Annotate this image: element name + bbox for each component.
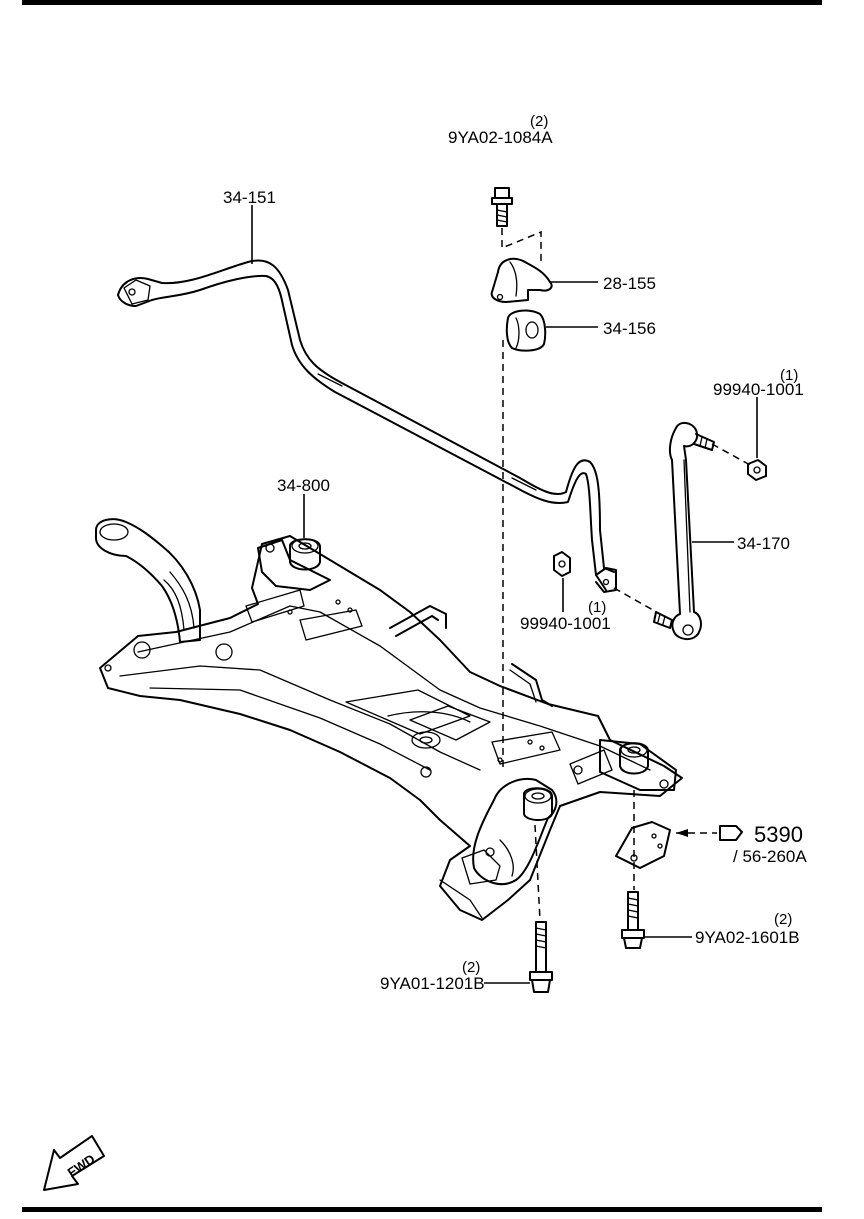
- part-number-99940-1001-left: 99940-1001: [520, 614, 611, 633]
- part-number-9YA01-1201B: 9YA01-1201B: [380, 974, 485, 993]
- mount-plate[interactable]: [615, 821, 671, 869]
- crossmember[interactable]: [95, 518, 683, 921]
- part-number-34-151: 34-151: [223, 188, 276, 207]
- bolt-right[interactable]: [621, 891, 645, 949]
- callout-9YA01-1201B: (2) 9YA01-1201B: [380, 959, 530, 993]
- nut-left[interactable]: [553, 551, 571, 577]
- callout-34-170: 34-170: [692, 534, 790, 553]
- nut-right[interactable]: [747, 459, 767, 481]
- top-rule: [22, 0, 822, 5]
- part-number-34-156: 34-156: [603, 319, 656, 338]
- part-number-99940-1001-right: 99940-1001: [713, 380, 804, 399]
- bolt-bottom[interactable]: [529, 921, 553, 993]
- qty-9YA02-1084A: (2): [530, 113, 548, 130]
- callout-34-151: 34-151: [223, 188, 276, 264]
- ref-number-5390: 5390: [754, 822, 803, 847]
- callout-9YA02-1084A: (2) 9YA02-1084A: [448, 113, 553, 147]
- bolt-top[interactable]: [491, 187, 513, 227]
- assembly-line-nut-right: [711, 443, 753, 467]
- callout-34-156: 34-156: [546, 319, 656, 338]
- stabilizer-link[interactable]: [653, 422, 715, 640]
- qty-99940-1001-right: (1): [780, 367, 798, 384]
- mount-bushing-rear-left[interactable]: [289, 538, 321, 571]
- mount-bushing-front-left[interactable]: [523, 787, 553, 821]
- bushing[interactable]: [505, 309, 547, 352]
- mount-bushing-front-right[interactable]: [619, 742, 649, 775]
- callout-5390: 5390 / 56-260A: [676, 822, 807, 866]
- assembly-line-bolt-bottom: [534, 824, 541, 921]
- callout-99940-1001-right: (1) 99940-1001: [713, 367, 804, 458]
- ref-sub-56-260A: / 56-260A: [733, 847, 807, 866]
- part-number-9YA02-1084A: 9YA02-1084A: [448, 128, 553, 147]
- part-number-28-155: 28-155: [603, 274, 656, 293]
- stabilizer-bar[interactable]: [117, 259, 617, 593]
- callout-99940-1001-left: (1) 99940-1001: [520, 578, 611, 633]
- callout-9YA02-1601B: (2) 9YA02-1601B: [644, 911, 800, 947]
- fwd-arrow-icon: FWD: [43, 1135, 105, 1191]
- fwd-label: FWD: [65, 1151, 98, 1180]
- assembly-line-nut-left: [613, 587, 661, 615]
- callout-28-155: 28-155: [550, 274, 656, 293]
- qty-99940-1001-left: (1): [588, 599, 606, 616]
- part-number-9YA02-1601B: 9YA02-1601B: [695, 928, 800, 947]
- callout-34-800: 34-800: [277, 476, 330, 538]
- bracket[interactable]: [490, 257, 553, 303]
- hand-pointer-icon: [719, 825, 743, 841]
- bottom-rule: [22, 1207, 822, 1212]
- qty-9YA01-1201B: (2): [462, 959, 480, 976]
- part-number-34-170: 34-170: [737, 534, 790, 553]
- mount-bushing-center: [411, 731, 441, 749]
- qty-9YA02-1601B: (2): [774, 911, 792, 928]
- part-number-34-800: 34-800: [277, 476, 330, 495]
- assembly-line-bracket: [501, 228, 542, 262]
